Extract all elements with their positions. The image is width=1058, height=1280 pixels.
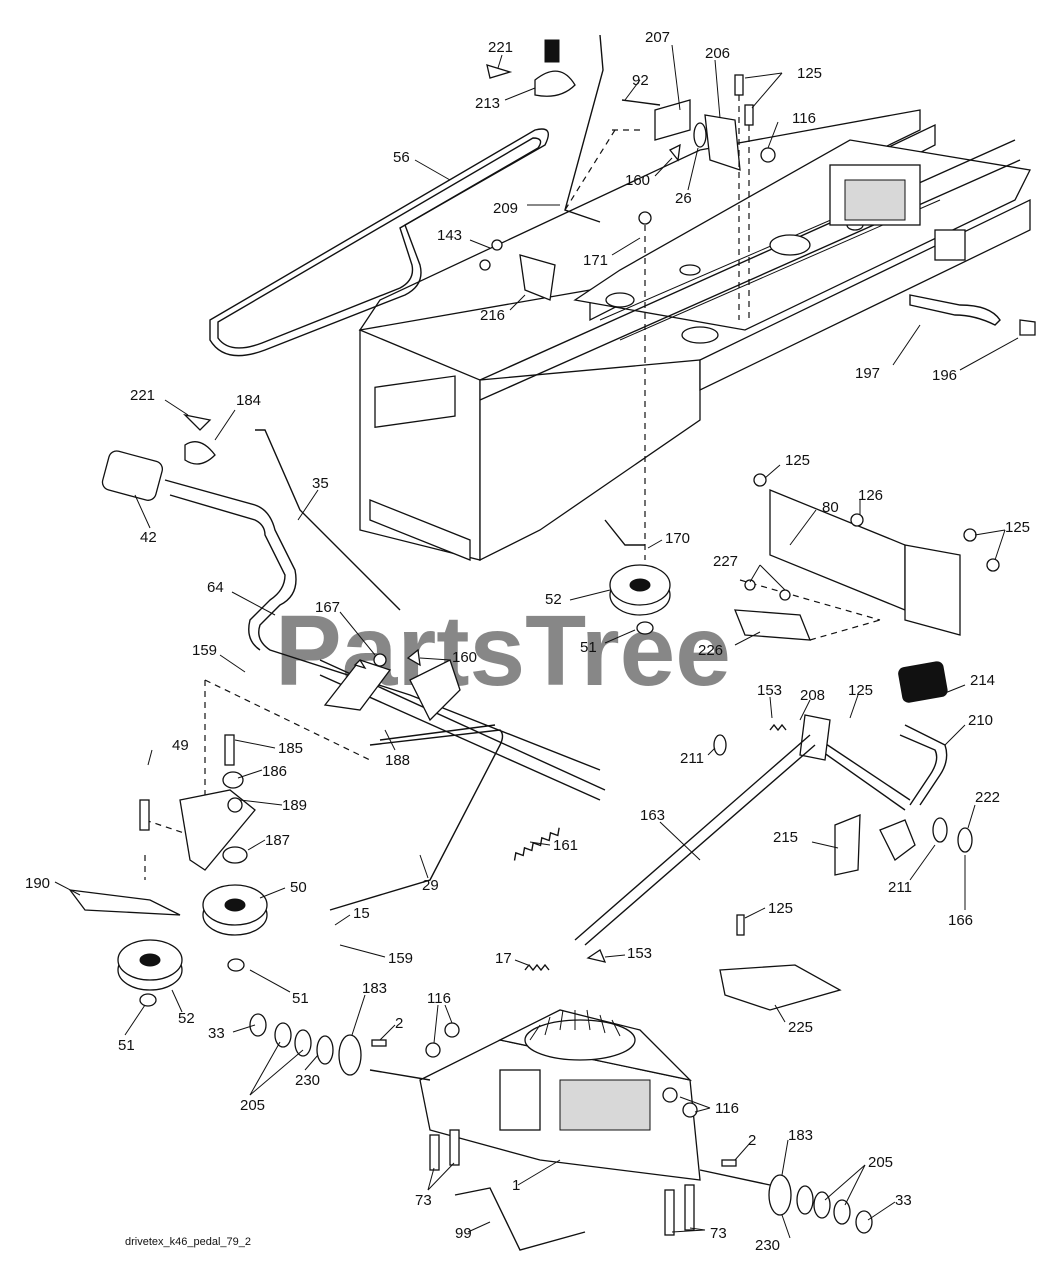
callout-221: 221 [130, 387, 155, 404]
callout-52: 52 [178, 1010, 195, 1027]
callout-221: 221 [488, 39, 513, 56]
callout-163: 163 [640, 807, 665, 824]
callout-125: 125 [768, 900, 793, 917]
callout-125: 125 [785, 452, 810, 469]
transaxle[interactable] [369, 1009, 771, 1236]
callout-26: 26 [675, 190, 692, 207]
callout-1: 1 [512, 1177, 520, 1194]
callout-50: 50 [290, 879, 307, 896]
right-bracket-80[interactable] [734, 473, 1000, 641]
callout-161: 161 [553, 837, 578, 854]
rod-197[interactable] [909, 294, 1036, 336]
callout-170: 170 [665, 530, 690, 547]
callout-153: 153 [627, 945, 652, 962]
callout-190: 190 [25, 875, 50, 892]
brake-rod-assembly[interactable] [101, 413, 606, 911]
callout-222: 222 [975, 789, 1000, 806]
callout-189: 189 [282, 797, 307, 814]
callout-196: 196 [932, 367, 957, 384]
callout-126: 126 [858, 487, 883, 504]
foot-pedal-assembly[interactable] [574, 661, 973, 946]
callout-116: 116 [427, 990, 451, 1007]
callout-15: 15 [353, 905, 370, 922]
callout-207: 207 [645, 29, 670, 46]
callout-166: 166 [948, 912, 973, 929]
callout-171: 171 [583, 252, 608, 269]
callout-226: 226 [698, 642, 723, 659]
callout-230: 230 [755, 1237, 780, 1254]
callout-51: 51 [118, 1037, 135, 1054]
callout-197: 197 [855, 365, 880, 382]
callout-153: 153 [757, 682, 782, 699]
callout-51: 51 [292, 990, 309, 1007]
leader-lines [54, 44, 1019, 1239]
callout-33: 33 [895, 1192, 912, 1209]
callout-143: 143 [437, 227, 462, 244]
callout-160: 160 [625, 172, 650, 189]
callout-73: 73 [415, 1192, 432, 1209]
callout-185: 185 [278, 740, 303, 757]
spring-161[interactable] [512, 827, 563, 861]
callout-125: 125 [1005, 519, 1030, 536]
callout-17: 17 [495, 950, 512, 967]
callout-214: 214 [970, 672, 995, 689]
callout-208: 208 [800, 687, 825, 704]
callout-51: 51 [580, 639, 597, 656]
callout-42: 42 [140, 529, 157, 546]
callout-186: 186 [262, 763, 287, 780]
callout-159: 159 [192, 642, 217, 659]
callout-116: 116 [792, 110, 816, 127]
callout-99: 99 [455, 1225, 472, 1242]
idler-pulleys[interactable] [68, 519, 671, 1007]
pivot-dashed-outline [144, 679, 371, 880]
callout-205: 205 [868, 1154, 893, 1171]
callout-167: 167 [315, 599, 340, 616]
callout-183: 183 [788, 1127, 813, 1144]
callout-227: 227 [713, 553, 738, 570]
callout-labels: 221 213 207 206 125 92 116 56 160 26 209… [25, 29, 1030, 1254]
callout-160: 160 [452, 649, 477, 666]
callout-187: 187 [265, 832, 290, 849]
callout-225: 225 [788, 1019, 813, 1036]
callout-2: 2 [395, 1015, 403, 1032]
callout-230: 230 [295, 1072, 320, 1089]
callout-215: 215 [773, 829, 798, 846]
callout-211: 211 [680, 750, 704, 767]
callout-184: 184 [236, 392, 261, 409]
spring-17[interactable] [524, 949, 607, 972]
bracket-225[interactable] [719, 914, 842, 1011]
axle-washers[interactable] [249, 1013, 873, 1234]
callout-33: 33 [208, 1025, 225, 1042]
rod-99[interactable] [454, 1187, 586, 1251]
callout-49: 49 [172, 737, 189, 754]
callout-2: 2 [748, 1132, 756, 1149]
callout-205: 205 [240, 1097, 265, 1114]
callout-213: 213 [475, 95, 500, 112]
callout-116: 116 [715, 1100, 739, 1117]
callout-73: 73 [710, 1225, 727, 1242]
callout-211: 211 [888, 879, 912, 896]
drawing-code: drivetex_k46_pedal_79_2 [125, 1236, 251, 1248]
callout-56: 56 [393, 149, 410, 166]
chassis-frame[interactable] [358, 109, 1031, 562]
callout-183: 183 [362, 980, 387, 997]
callout-125: 125 [797, 65, 822, 82]
callout-29: 29 [422, 877, 439, 894]
callout-216: 216 [480, 307, 505, 324]
callout-188: 188 [385, 752, 410, 769]
callout-206: 206 [705, 45, 730, 62]
callout-125: 125 [848, 682, 873, 699]
callout-80: 80 [822, 499, 839, 516]
shift-bracket-parts[interactable] [479, 74, 776, 560]
callout-210: 210 [968, 712, 993, 729]
callout-64: 64 [207, 579, 224, 596]
callout-209: 209 [493, 200, 518, 217]
shift-lever[interactable] [486, 34, 640, 223]
callout-35: 35 [312, 475, 329, 492]
callout-92: 92 [632, 72, 649, 89]
drive-belt[interactable] [209, 128, 549, 357]
callout-52: 52 [545, 591, 562, 608]
callout-159: 159 [388, 950, 413, 967]
